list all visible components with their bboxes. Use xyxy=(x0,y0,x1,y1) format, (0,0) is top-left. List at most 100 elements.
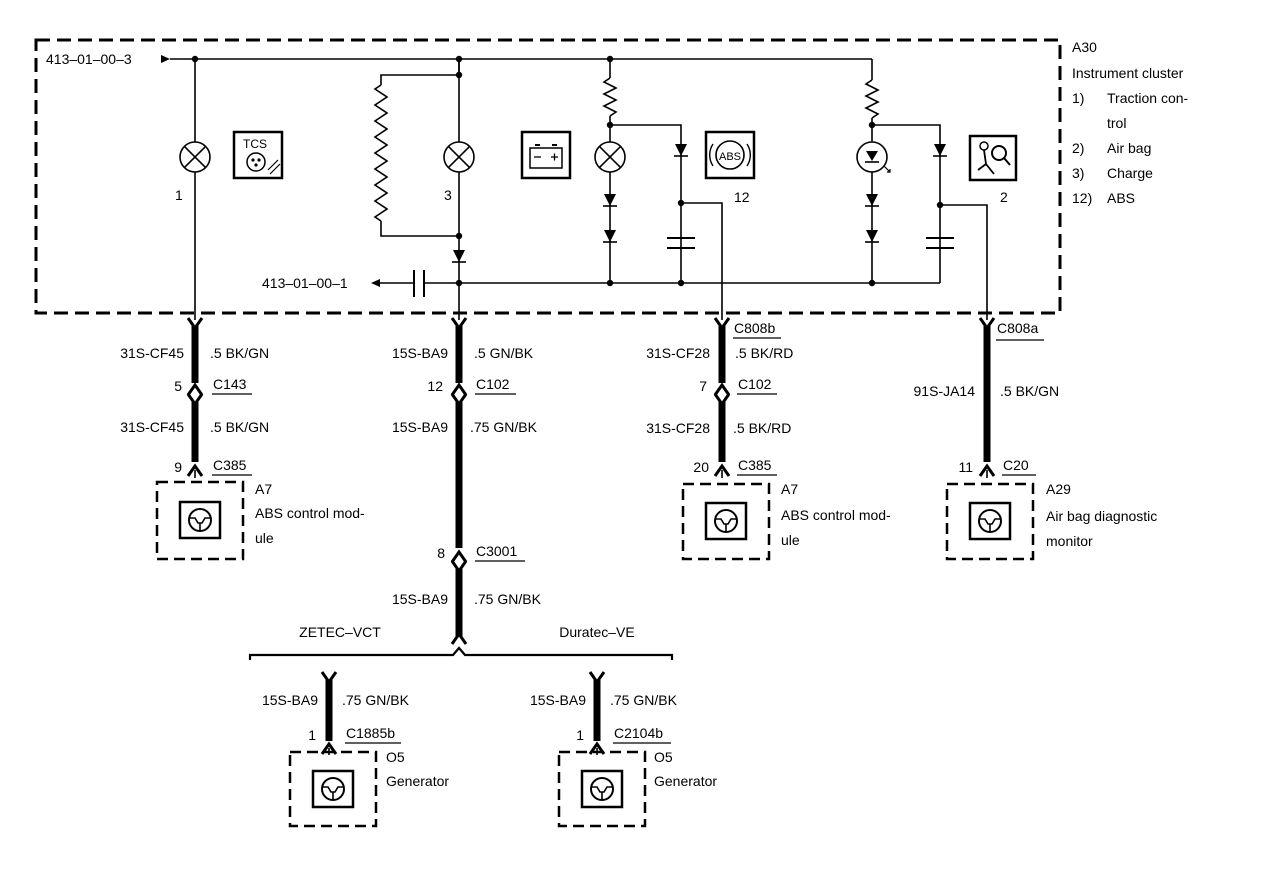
cluster-id: A30 xyxy=(1072,39,1097,55)
pin-number: 8 xyxy=(437,545,445,561)
connector-label: C102 xyxy=(476,376,510,392)
lamp-number: 2 xyxy=(1000,189,1008,205)
generator-2: O5 Generator xyxy=(557,749,717,828)
module-id: O5 xyxy=(386,749,405,765)
abs-control-module-2: A7 ABS control mod- ule xyxy=(681,481,891,561)
pin-number: 20 xyxy=(693,459,709,475)
diode-icon xyxy=(864,193,880,207)
connector-label: C808a xyxy=(997,320,1038,336)
connector-label: C1885b xyxy=(346,725,395,741)
wire-3-harness: C808b 31S-CF28 .5 BK/RD 7 C102 31S-CF28 … xyxy=(646,316,793,478)
wire-spec: .75 GN/BK xyxy=(610,692,678,708)
diode-icon xyxy=(602,229,618,243)
wire-code: 31S-CF45 xyxy=(120,345,184,361)
connector-label: C102 xyxy=(738,376,772,392)
wire-spec: .75 GN/BK xyxy=(470,419,538,435)
battery-icon xyxy=(520,130,572,180)
tcs-icon: TCS xyxy=(232,130,284,180)
branch-right-wire: 15S-BA9 .75 GN/BK 1 C2104b xyxy=(530,670,678,756)
diode-icon xyxy=(673,143,689,157)
pin-number: 11 xyxy=(958,459,973,475)
module-id: A29 xyxy=(1046,481,1071,497)
wire-4-harness: C808a 91S-JA14 .5 BK/GN 11 C20 xyxy=(914,316,1059,478)
arrow-out-icon xyxy=(371,279,380,287)
lamp-number: 1 xyxy=(175,187,183,203)
cluster-title: Instrument cluster xyxy=(1072,65,1184,81)
connector-label: C143 xyxy=(213,376,247,392)
module-icon xyxy=(968,501,1012,541)
wire-code: 15S-BA9 xyxy=(262,692,318,708)
branch-left-wire: 15S-BA9 .75 GN/BK 1 C1885b xyxy=(262,670,410,756)
module-id: A7 xyxy=(781,481,798,497)
branch-label-right: Duratec–VE xyxy=(559,624,634,640)
module-name: ule xyxy=(781,532,800,548)
module-icon xyxy=(580,769,624,809)
led-lamp-icon xyxy=(856,141,891,173)
module-name: Air bag diagnostic xyxy=(1046,508,1157,524)
legend-num: 3) xyxy=(1072,165,1084,181)
wire-code: 15S-BA9 xyxy=(392,345,448,361)
pin-number: 7 xyxy=(699,378,707,394)
wire-spec: .75 GN/BK xyxy=(474,591,542,607)
legend-label: ABS xyxy=(1107,190,1135,206)
generator-1: O5 Generator xyxy=(288,749,449,828)
legend-num: 12) xyxy=(1072,190,1092,206)
wire-2-harness: 15S-BA9 .5 GN/BK 12 C102 15S-BA9 .75 GN/… xyxy=(392,316,542,646)
module-name: Generator xyxy=(386,773,449,789)
wire-code: 31S-CF45 xyxy=(120,419,184,435)
lamp-1-icon xyxy=(179,141,211,173)
diode-icon xyxy=(864,229,880,243)
connector-label: C2104b xyxy=(614,725,663,741)
resistor-icon xyxy=(373,84,389,222)
wire-code: 31S-CF28 xyxy=(646,345,710,361)
abs-control-module-1: A7 ABS control mod- ule xyxy=(155,480,365,561)
lamp-12-icon xyxy=(594,141,626,173)
pin-number: 5 xyxy=(174,378,182,394)
module-name: ule xyxy=(255,530,274,546)
wire-spec: .5 BK/RD xyxy=(735,345,793,361)
module-name: monitor xyxy=(1046,533,1093,549)
module-icon xyxy=(178,500,222,540)
pin-number: 9 xyxy=(174,459,182,475)
pin-number: 1 xyxy=(576,727,584,743)
wire-1-harness: 31S-CF45 .5 BK/GN 5 C143 31S-CF45 .5 BK/… xyxy=(120,316,269,478)
diode-icon xyxy=(451,249,467,263)
legend-label: Charge xyxy=(1107,165,1153,181)
legend-num: 1) xyxy=(1072,90,1084,106)
connector-label: C808b xyxy=(734,320,775,336)
legend-num: 2) xyxy=(1072,140,1084,156)
airbag-diagnostic-monitor: A29 Air bag diagnostic monitor xyxy=(945,481,1157,561)
connector-label: C385 xyxy=(213,457,247,473)
module-icon xyxy=(311,769,355,809)
svg-text:TCS: TCS xyxy=(243,137,267,151)
lamp-number: 12 xyxy=(734,189,750,205)
branch-label-left: ZETEC–VCT xyxy=(299,624,381,640)
ref-out-label: 413–01–00–1 xyxy=(262,275,348,291)
wire-code: 91S-JA14 xyxy=(914,383,976,399)
branch-split: ZETEC–VCT Duratec–VE xyxy=(248,624,674,660)
wire-code: 15S-BA9 xyxy=(530,692,586,708)
wire-spec: .5 BK/GN xyxy=(210,419,269,435)
module-name: Generator xyxy=(654,773,717,789)
wire-spec: .5 GN/BK xyxy=(474,345,534,361)
airbag-icon xyxy=(968,134,1018,182)
wire-code: 15S-BA9 xyxy=(392,591,448,607)
connector-label: C385 xyxy=(738,457,772,473)
ref-in-label: 413–01–00–3 xyxy=(46,51,132,67)
diode-icon xyxy=(602,193,618,207)
legend-label: trol xyxy=(1107,115,1126,131)
diode-icon xyxy=(932,143,948,157)
connector-label: C3001 xyxy=(476,543,517,559)
legend-label: Traction con- xyxy=(1107,90,1189,106)
connector-label: C20 xyxy=(1003,457,1029,473)
module-id: A7 xyxy=(255,481,272,497)
legend-label: Air bag xyxy=(1107,140,1151,156)
wire-code: 15S-BA9 xyxy=(392,419,448,435)
module-icon xyxy=(704,501,748,541)
pin-number: 1 xyxy=(308,727,316,743)
wire-code: 31S-CF28 xyxy=(646,420,710,436)
abs-icon: ABS xyxy=(704,130,756,180)
module-name: ABS control mod- xyxy=(255,505,365,521)
lamp-3-icon xyxy=(443,141,475,173)
